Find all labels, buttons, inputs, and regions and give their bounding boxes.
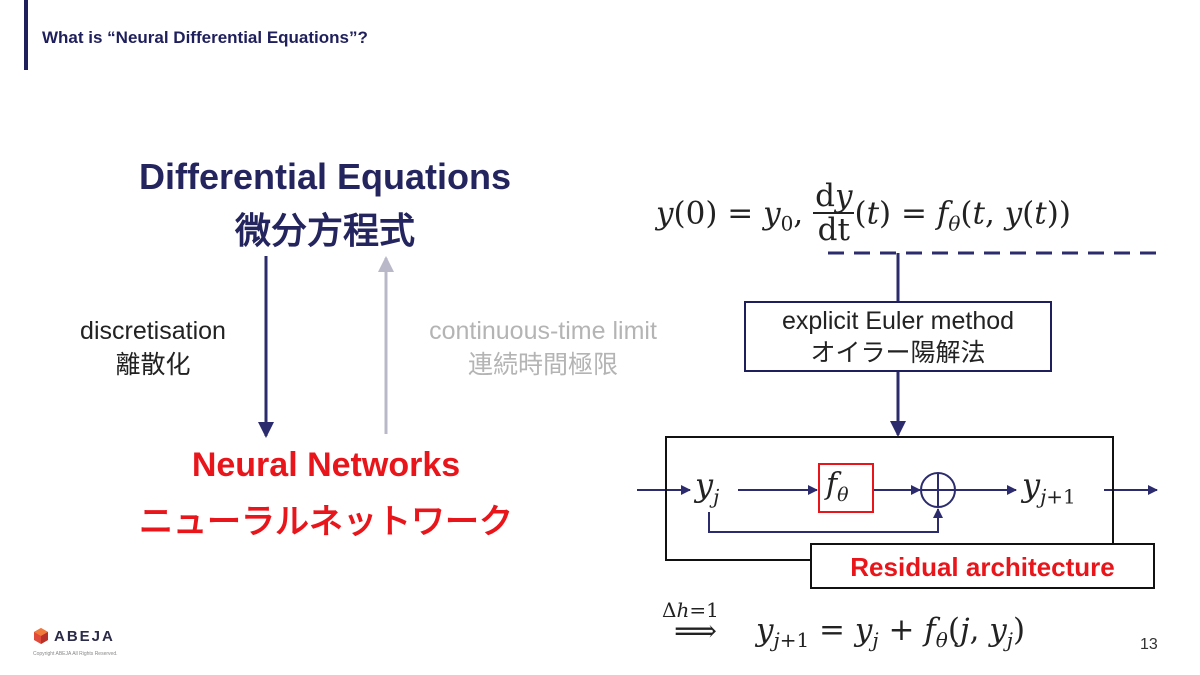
abeja-logo-text: ABEJA [54,628,115,645]
differential-equations-label: Differential Equations [138,156,512,197]
euler-method-ja: オイラー陽解法 [810,338,986,367]
differential-equations-label-ja: 微分方程式 [234,211,415,252]
neural-networks-label-ja: ニューラルネットワーク [139,502,513,542]
residual-update-equation: yj+1 = yj + fθ(j, yj) [756,612,1026,653]
discretisation-label: discretisation 離散化 [40,314,266,382]
skip-connection-arrow [708,508,943,533]
continuous-limit-label: continuous-time limit 連続時間極限 [400,314,686,382]
f-theta-box [818,463,874,513]
input-yj-symbol: yj [695,466,720,509]
output-yj1-symbol: yj+1 [1022,466,1076,509]
continuous-limit-ja: 連続時間極限 [467,350,618,379]
header-accent-bar [24,0,28,70]
copyright-text: Copyright ABEJA All Rights Reserved. [33,651,118,657]
step-size-annotation: Δh=1 [662,598,719,622]
residual-architecture-label: Residual architecture [810,543,1155,589]
euler-method-box: explicit Euler method オイラー陽解法 [744,301,1052,372]
slide-title: What is “Neural Differential Equations”? [42,28,368,47]
discretisation-en: discretisation [80,317,226,345]
discretisation-ja: 離散化 [115,350,191,379]
euler-method-en: explicit Euler method [781,307,1015,335]
implies-arrow-icon: ⟹ [674,614,718,649]
neural-networks-label: Neural Networks [191,446,461,484]
abeja-logo-icon [34,628,48,644]
continuous-limit-en: continuous-time limit [429,317,657,345]
page-number: 13 [1140,636,1158,653]
f-theta-symbol: fθ [826,467,849,506]
